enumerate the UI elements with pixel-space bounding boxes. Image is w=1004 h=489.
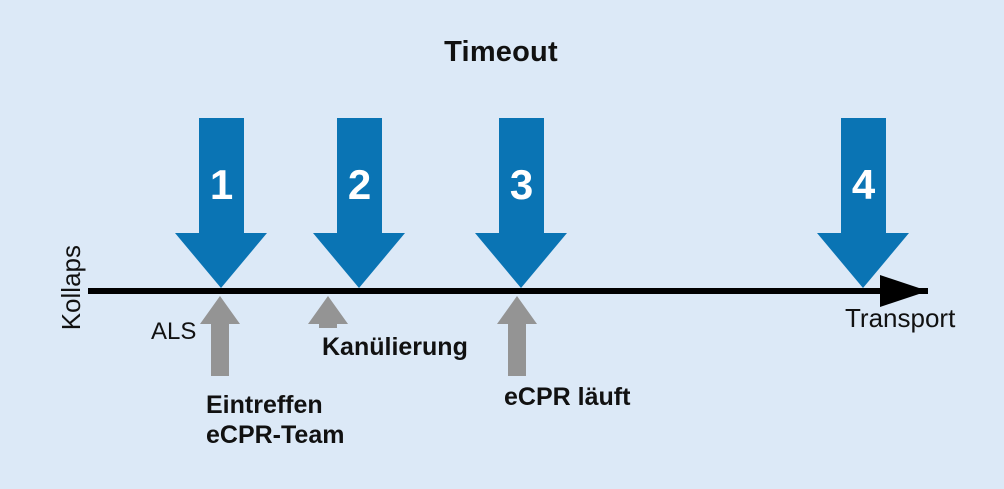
event-arrow-ecpr-laeuft-shaft (508, 323, 526, 376)
phase-arrow-1-number: 1 (209, 161, 234, 208)
phase-arrow-3-shaft (499, 118, 544, 238)
timeline-axis-line (88, 288, 928, 294)
phase-arrow-3: 3 (475, 118, 567, 288)
event-label-kanuelierung: Kanülierung (322, 333, 468, 361)
event-label-eintreffen-line1: Eintreffen (206, 391, 323, 419)
axis-end-label: Transport (845, 303, 956, 333)
event-arrow-eintreffen-shaft (211, 323, 229, 376)
event-label-eintreffen-line2: eCPR-Team (206, 421, 345, 449)
page-title: Timeout (444, 36, 558, 68)
phase-arrow-1-shaft (199, 118, 244, 238)
event-arrow-kanuelierung-head (308, 296, 348, 324)
event-arrow-eintreffen (200, 296, 240, 376)
phase-arrow-2: 2 (313, 118, 405, 288)
event-label-ecpr-laeuft: eCPR läuft (504, 383, 631, 411)
phase-arrow-4: 4 (817, 118, 909, 288)
timeline-axis-arrowhead (880, 275, 928, 307)
phase-arrow-2-shaft (337, 118, 382, 238)
phase-arrow-3-number: 3 (509, 161, 534, 208)
event-arrow-eintreffen-head (200, 296, 240, 324)
event-arrow-kanuelierung-shaft (319, 323, 337, 328)
axis-start-label: Kollaps (56, 245, 86, 331)
phase-arrow-1-head (175, 233, 267, 288)
phase-arrow-2-head (313, 233, 405, 288)
event-arrow-ecpr-laeuft-head (497, 296, 537, 324)
event-label-als: ALS (151, 318, 197, 345)
phase-arrow-4-number: 4 (851, 161, 876, 208)
phase-arrow-1: 1 (175, 118, 267, 288)
phase-arrow-3-head (475, 233, 567, 288)
phase-arrow-4-shaft (841, 118, 886, 238)
phase-arrow-2-number: 2 (347, 161, 372, 208)
event-arrow-kanuelierung (308, 296, 348, 328)
event-arrow-ecpr-laeuft (497, 296, 537, 376)
